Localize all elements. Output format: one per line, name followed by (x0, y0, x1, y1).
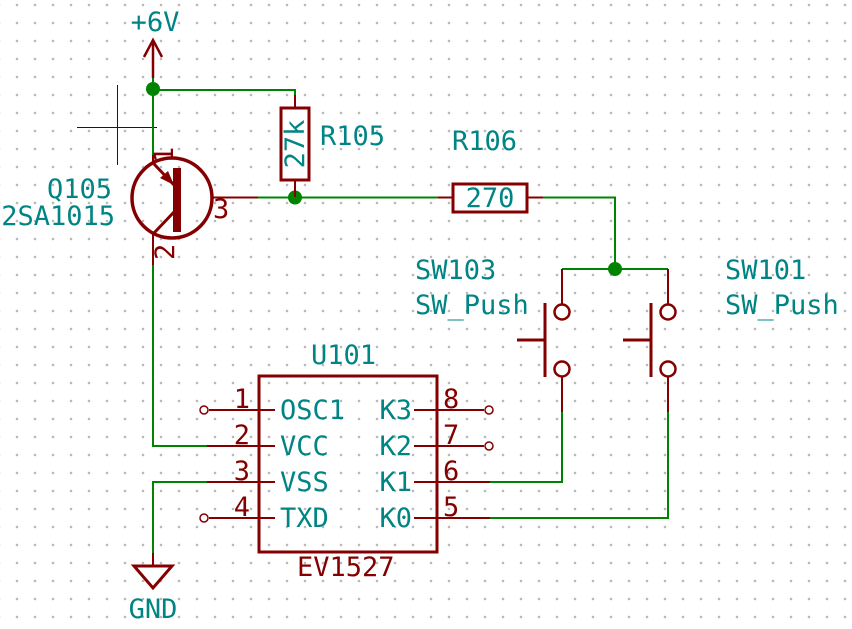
junctions-group[interactable] (146, 82, 622, 276)
transistor-base-bar (173, 168, 181, 232)
resistor-r105[interactable]: 27k R105 (279, 95, 385, 197)
switch-contact-circle (553, 360, 571, 378)
power-symbol-gnd[interactable]: GND (129, 553, 178, 625)
resistor-body[interactable] (279, 106, 311, 182)
gnd-triangle-icon (130, 564, 176, 591)
pin-number: 1 (149, 147, 180, 163)
value-label[interactable]: EV1527 (297, 552, 395, 583)
pin-number: 4 (234, 492, 250, 523)
pin-name: VCC (280, 431, 329, 462)
pin-number: 2 (150, 244, 181, 260)
value-label[interactable]: 27k (280, 120, 311, 169)
reference-label[interactable]: U101 (311, 340, 376, 371)
power-gnd-label[interactable]: GND (129, 594, 178, 625)
pin-number: 6 (443, 456, 459, 487)
pin-name: TXD (280, 503, 329, 534)
pin-name: K3 (379, 395, 412, 426)
wire[interactable] (152, 481, 207, 553)
reference-label[interactable]: SW101 (725, 255, 806, 286)
switch-contact-circle (553, 303, 571, 321)
ic-u101[interactable]: 1 2 3 4 8 7 6 5 OSC1 VCC VSS TXD K3 K2 K… (199, 340, 494, 583)
switch-sw103[interactable]: SW103 SW_Push (415, 255, 571, 412)
transistor-q105[interactable]: 1 2 3 Q105 2SA1015 (1, 147, 258, 265)
reference-label[interactable]: R105 (320, 121, 385, 152)
pin-number: 3 (213, 194, 229, 225)
unconnected-pin-circle (199, 405, 209, 415)
reference-label[interactable]: R106 (452, 126, 517, 157)
switch-contact-circle (659, 303, 677, 321)
value-label[interactable]: SW_Push (415, 290, 529, 321)
wire[interactable] (152, 265, 207, 447)
wire[interactable] (490, 412, 669, 519)
editor-crosshair (77, 85, 157, 165)
pin-number: 7 (443, 420, 459, 451)
junction-dot[interactable] (146, 82, 160, 96)
value-label[interactable]: SW_Push (725, 290, 839, 321)
ic-body[interactable] (257, 374, 439, 554)
emitter-arrow-icon (160, 171, 174, 185)
unconnected-pin-circle (484, 441, 494, 451)
pin-number: 1 (234, 384, 250, 415)
resistor-body[interactable] (451, 182, 529, 214)
resistor-r106[interactable]: 270 R106 (438, 126, 543, 214)
value-label[interactable]: 270 (466, 183, 515, 214)
pin-name: OSC1 (280, 395, 345, 426)
pin-number: 2 (234, 420, 250, 451)
pin-name: K2 (379, 431, 412, 462)
reference-label[interactable]: SW103 (415, 255, 496, 286)
transistor-collector-line (152, 210, 176, 235)
wire[interactable] (490, 412, 563, 483)
wire[interactable] (543, 196, 616, 270)
pin-name: VSS (280, 467, 329, 498)
junction-dot[interactable] (608, 262, 622, 276)
power-arrow-icon (142, 37, 164, 58)
switch-sw101[interactable]: SW101 SW_Push (623, 255, 839, 412)
junction-dot[interactable] (288, 190, 302, 205)
unconnected-pin-circle (484, 405, 494, 415)
switch-contact-circle (659, 360, 677, 378)
pin-name: K0 (379, 503, 412, 534)
value-label[interactable]: 2SA1015 (1, 201, 115, 232)
pin-number: 5 (443, 492, 459, 523)
pin-number: 3 (234, 456, 250, 487)
unconnected-pin-circle (199, 513, 209, 523)
transistor-circle[interactable] (130, 156, 214, 240)
wire[interactable] (153, 89, 296, 107)
pin-name: K1 (379, 467, 412, 498)
pin-number: 8 (443, 384, 459, 415)
power-vcc-label[interactable]: +6V (131, 7, 180, 38)
power-symbol-vcc[interactable]: +6V (131, 7, 180, 78)
reference-label[interactable]: Q105 (47, 174, 112, 205)
